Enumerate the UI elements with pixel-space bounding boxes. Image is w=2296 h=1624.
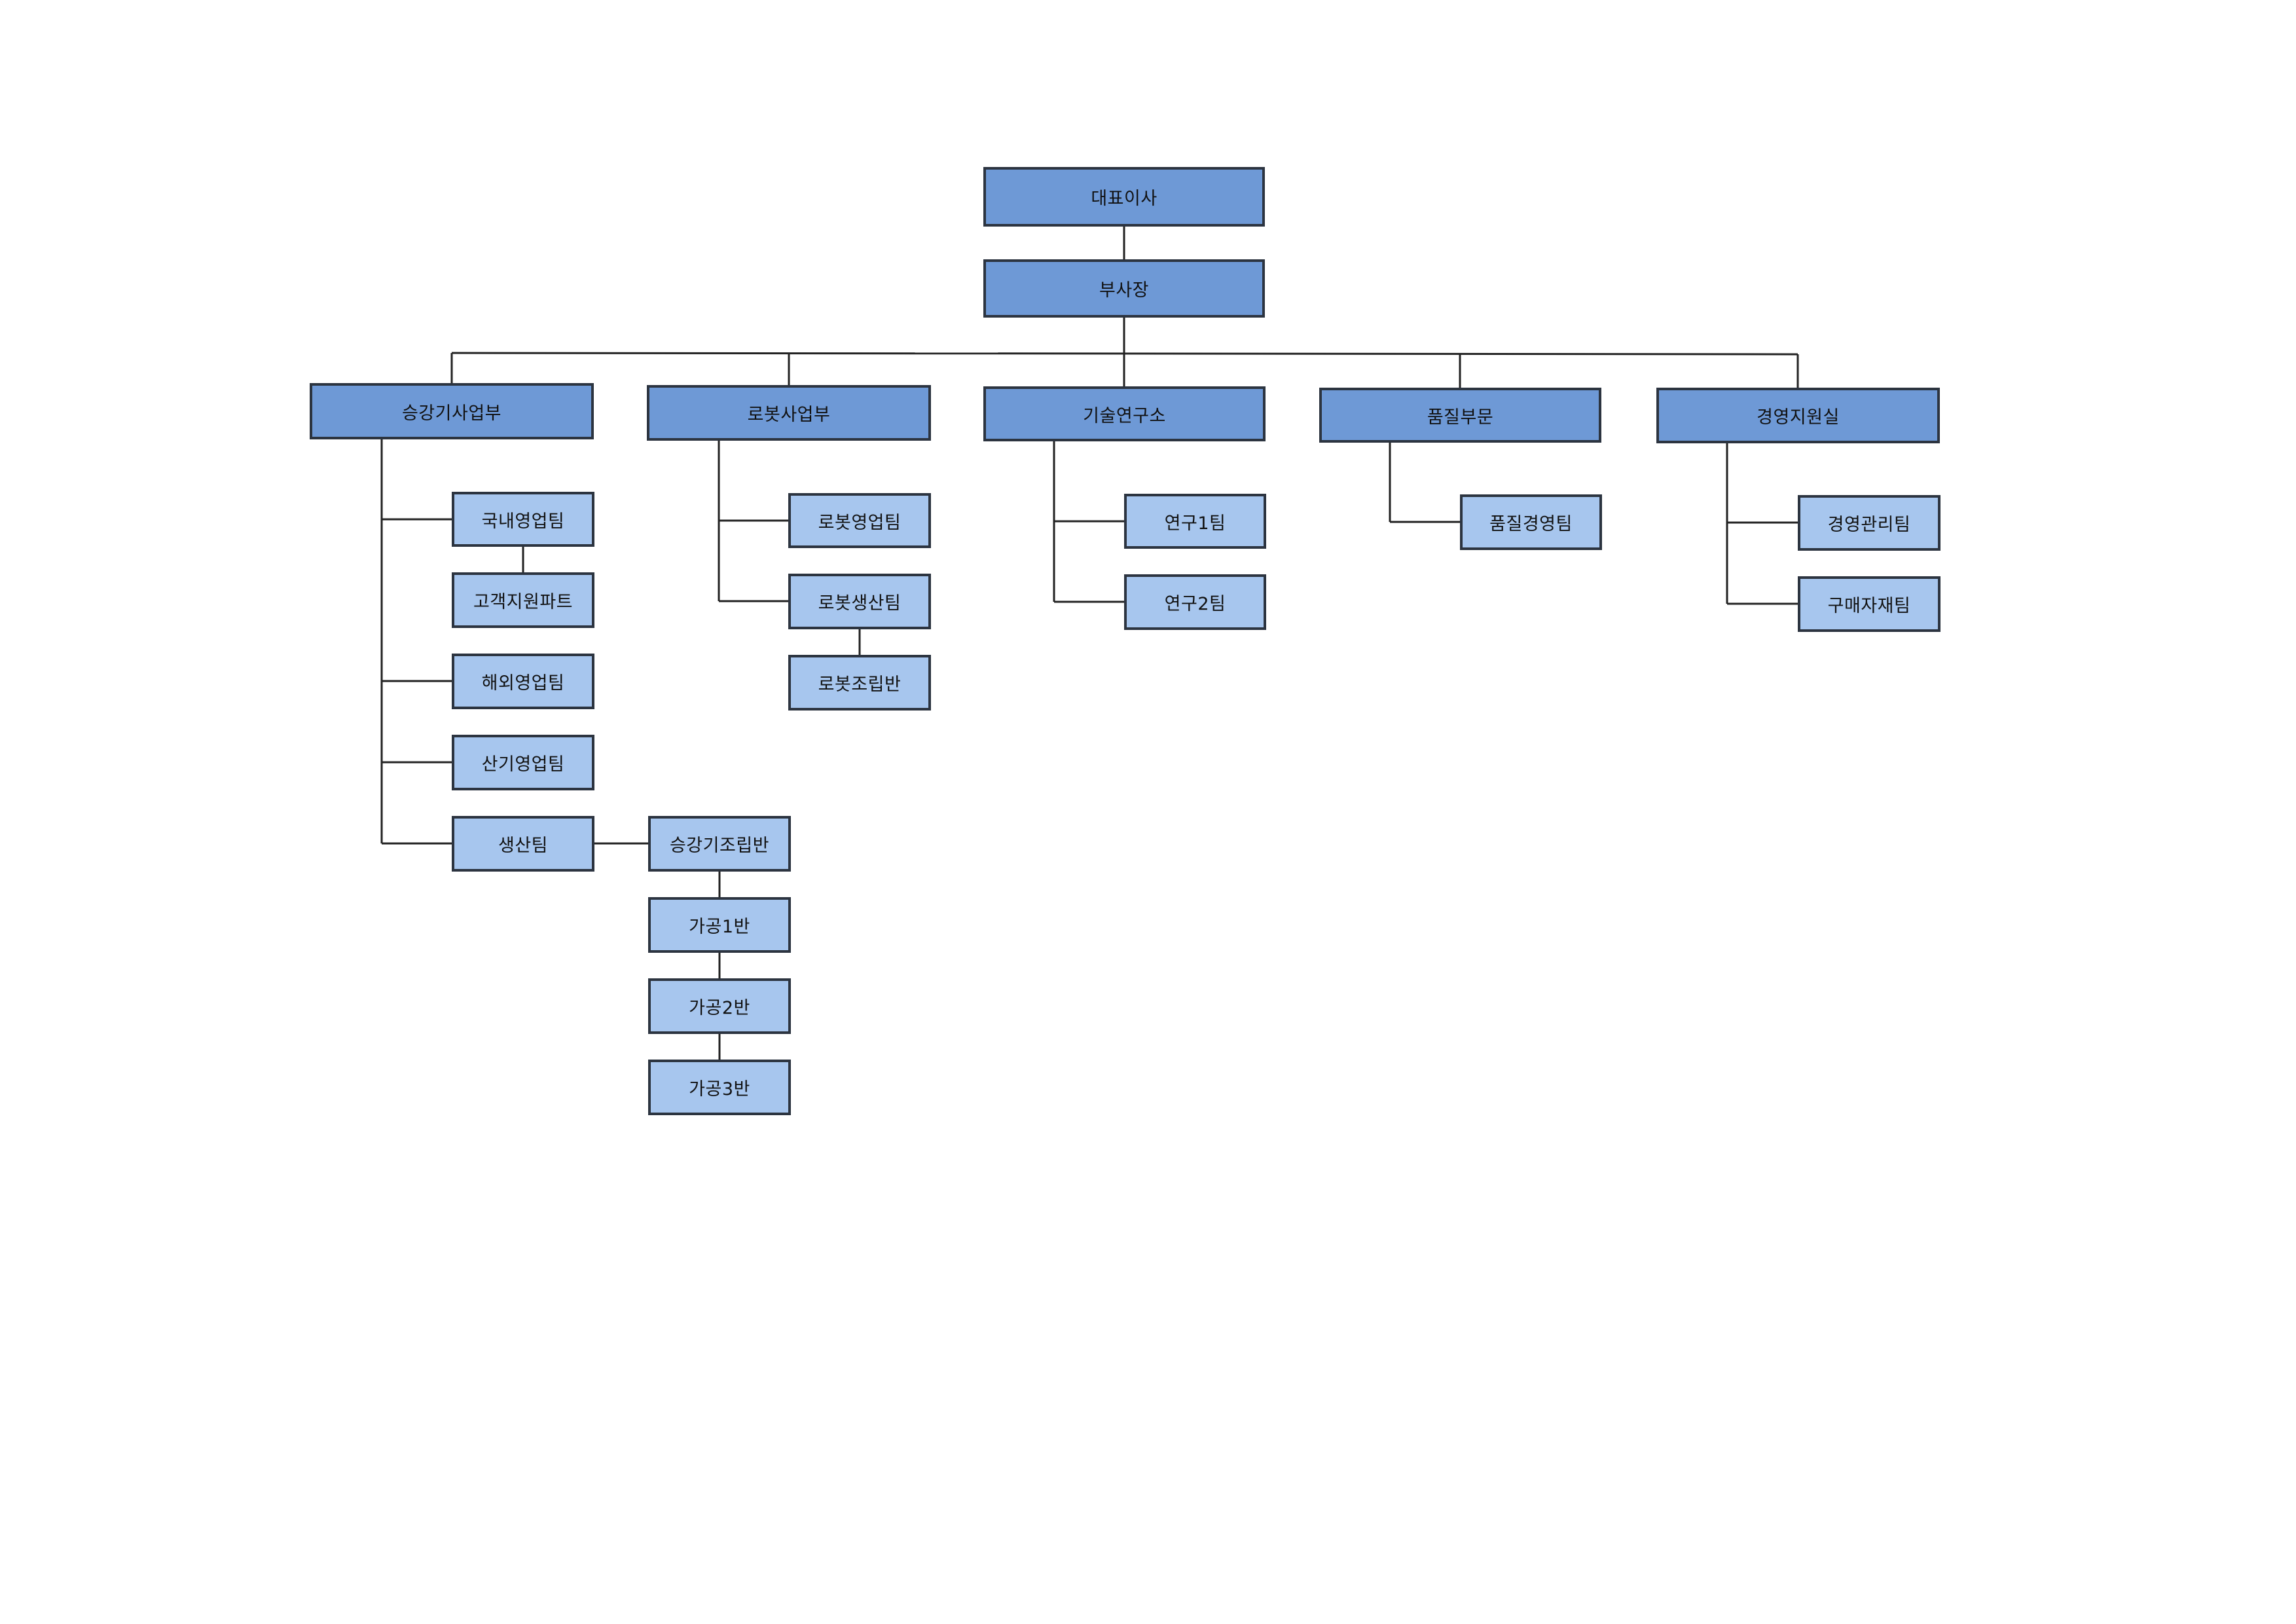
node-team: 생산팀 <box>452 816 594 872</box>
node-team: 로봇생산팀 <box>788 574 931 629</box>
node-production-unit: 가공2반 <box>648 978 791 1034</box>
node-division-quality: 품질부문 <box>1319 388 1601 443</box>
node-ceo: 대표이사 <box>983 167 1265 227</box>
node-team: 산기영업팀 <box>452 735 594 790</box>
node-team: 로봇영업팀 <box>788 493 931 548</box>
connector-division-bus <box>451 352 1798 356</box>
node-vice-president: 부사장 <box>983 259 1265 318</box>
node-division-management-support: 경영지원실 <box>1656 388 1940 443</box>
node-team: 해외영업팀 <box>452 654 594 709</box>
node-team: 고객지원파트 <box>452 572 594 628</box>
node-team: 국내영업팀 <box>452 492 594 547</box>
node-team: 품질경영팀 <box>1460 494 1602 550</box>
node-team: 연구2팀 <box>1124 574 1266 630</box>
node-team: 경영관리팀 <box>1798 495 1941 551</box>
node-division-elevator: 승강기사업부 <box>310 383 594 439</box>
node-division-robot: 로봇사업부 <box>647 385 931 441</box>
node-production-unit: 가공1반 <box>648 897 791 953</box>
node-team: 로봇조립반 <box>788 655 931 710</box>
node-team: 연구1팀 <box>1124 494 1266 549</box>
node-production-unit: 승강기조립반 <box>648 816 791 872</box>
node-division-tech-lab: 기술연구소 <box>983 386 1266 441</box>
node-team: 구매자재팀 <box>1798 576 1941 632</box>
node-production-unit: 가공3반 <box>648 1060 791 1115</box>
